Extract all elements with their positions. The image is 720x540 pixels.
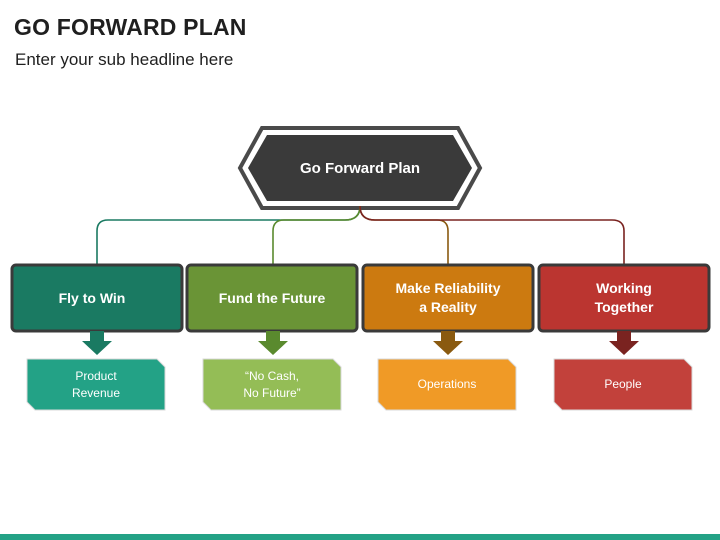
sub-box-make-reliability [377,358,517,411]
accent-bar [0,534,720,540]
root-hexagon-inner [248,135,472,201]
connector-working-together [359,205,625,266]
arrow-make-reliability [433,331,463,355]
sub-label-fly-to-win: Product Revenue [71,368,121,400]
branch-label-fly-to-win: Fly to Win [58,289,126,306]
root-label: Go Forward Plan [299,159,420,177]
sub-label-working-together: People [604,377,642,391]
connector-fly-to-win [96,205,361,266]
sub-box-working-together [553,358,693,411]
branch-label-fund-the-future: Fund the Future [218,289,326,306]
arrow-working-together [609,331,639,355]
connector-fund-the-future [272,205,361,266]
branch-label-working-together: Working Together [594,280,654,315]
sub-label-make-reliability: Operations [417,377,477,391]
branch-label-make-reliability: Make Reliability a Reality [395,280,501,315]
arrow-fly-to-win [82,331,112,355]
sub-label-fund-the-future: “No Cash, No Future” [243,368,301,400]
sub-box-fly-to-win [26,358,166,411]
connector-make-reliability [359,205,449,266]
arrow-fund-the-future [258,331,288,355]
page-title: GO FORWARD PLAN [14,14,247,40]
page-subtitle: Enter your sub headline here [15,50,234,69]
sub-box-fund-the-future [202,358,342,411]
